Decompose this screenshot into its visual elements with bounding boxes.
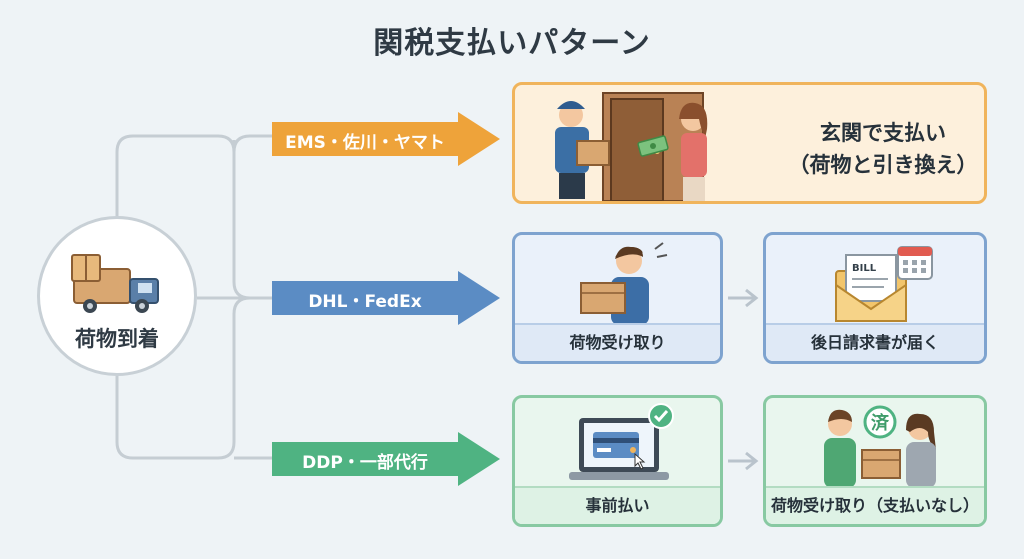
route-arrow-ddp xyxy=(272,432,500,486)
route-label-ddp: DDP・一部代行 xyxy=(302,453,428,473)
bill-envelope-icon: BILL xyxy=(835,246,933,322)
door-payment-label: 玄関で支払い （荷物と引き換え） xyxy=(783,117,983,181)
connector-top-branch xyxy=(232,134,272,153)
step-arrow-ddp xyxy=(728,451,759,471)
step-card-no-payment-handover: 済 荷物受け取り（支払いなし） xyxy=(763,395,987,527)
laptop-card-payment-icon xyxy=(569,403,674,480)
delivery-truck-icon xyxy=(71,254,159,313)
connector-bottom xyxy=(115,296,251,460)
step-card-bill-arrives: BILL 後日請求書が届く xyxy=(763,232,987,364)
step-arrow-dhl xyxy=(728,288,759,308)
bill-badge: BILL xyxy=(852,263,877,274)
door-payment-title: 玄関で支払い xyxy=(820,121,946,145)
start-node: 荷物到着 xyxy=(37,216,197,376)
receive-package-icon xyxy=(580,242,668,325)
paid-stamp: 済 xyxy=(871,412,890,434)
no-payment-handover-label: 荷物受け取り（支払いなし） xyxy=(766,486,984,524)
step-card-door-payment: 玄関で支払い （荷物と引き換え） xyxy=(512,82,987,204)
courier-door-payment-icon xyxy=(555,92,708,201)
receive-package-label: 荷物受け取り xyxy=(515,323,720,361)
route-label-ems: EMS・佐川・ヤマト xyxy=(285,133,445,153)
bill-arrives-label: 後日請求書が届く xyxy=(766,323,984,361)
door-payment-subtitle: （荷物と引き換え） xyxy=(788,153,978,177)
route-arrow-ems xyxy=(272,112,500,166)
step-card-receive-package: 荷物受け取り xyxy=(512,232,723,364)
prepayment-label: 事前払い xyxy=(515,486,720,524)
route-arrow-dhl xyxy=(272,271,500,325)
handover-package-icon: 済 xyxy=(824,405,936,488)
route-label-dhl: DHL・FedEx xyxy=(308,292,422,312)
start-label: 荷物到着 xyxy=(75,327,159,351)
step-card-prepayment: 事前払い xyxy=(512,395,723,527)
page-title: 関税支払いパターン xyxy=(373,26,651,61)
connector-top xyxy=(115,134,272,300)
